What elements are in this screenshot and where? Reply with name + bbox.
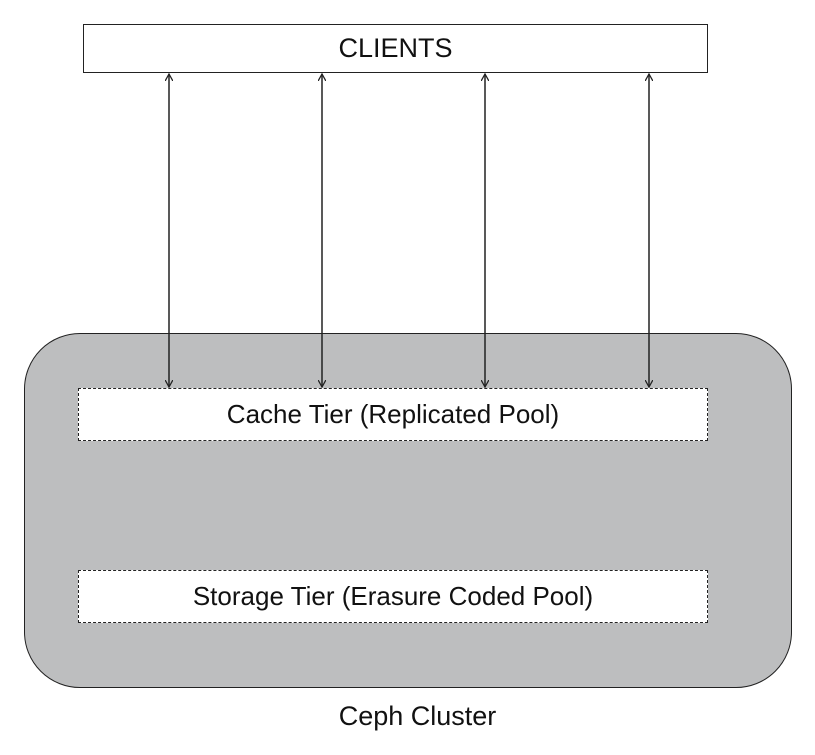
cache-tier-label: Cache Tier (Replicated Pool): [226, 399, 560, 429]
ceph-cluster-label: Ceph Cluster: [338, 701, 497, 731]
cache-tier-box: Cache Tier (Replicated Pool): [78, 388, 708, 441]
clients-label: CLIENTS: [338, 33, 453, 63]
storage-tier-box: Storage Tier (Erasure Coded Pool): [78, 570, 708, 623]
clients-box: CLIENTS: [83, 24, 708, 73]
ceph-cluster-container: [24, 333, 792, 688]
storage-tier-label: Storage Tier (Erasure Coded Pool): [192, 581, 594, 611]
